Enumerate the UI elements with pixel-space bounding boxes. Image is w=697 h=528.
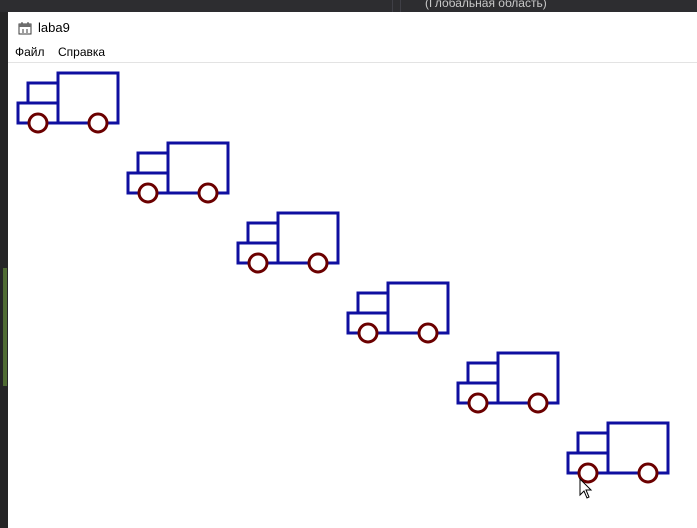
window-titlebar[interactable]: laba9 bbox=[8, 12, 697, 43]
menu-item-file[interactable]: Файл bbox=[15, 45, 45, 59]
app-window-icon[interactable] bbox=[18, 21, 32, 35]
ide-left-gutter bbox=[0, 12, 8, 528]
truck-wheel bbox=[27, 112, 49, 134]
truck-cab-window bbox=[576, 431, 610, 455]
truck-wheel bbox=[247, 252, 269, 274]
truck bbox=[456, 351, 560, 414]
window-title: laba9 bbox=[38, 20, 70, 35]
ide-toolbar-background: (Глобальная область) bbox=[0, 0, 697, 12]
truck-cargo-box bbox=[276, 211, 340, 265]
truck-drawing bbox=[16, 71, 670, 484]
truck-cab-window bbox=[26, 81, 60, 105]
truck-wheel bbox=[197, 182, 219, 204]
truck-cab-window bbox=[356, 291, 390, 315]
truck bbox=[346, 281, 450, 344]
truck-wheel bbox=[417, 322, 439, 344]
app-window: laba9 Файл Справка bbox=[8, 12, 697, 528]
truck-cargo-box bbox=[606, 421, 670, 475]
truck-wheel bbox=[357, 322, 379, 344]
truck-wheel bbox=[87, 112, 109, 134]
mouse-cursor-icon bbox=[579, 478, 593, 499]
truck-cargo-box bbox=[56, 71, 120, 125]
menu-bar: Файл Справка bbox=[8, 43, 697, 63]
truck bbox=[126, 141, 230, 204]
truck bbox=[236, 211, 340, 274]
truck-cargo-box bbox=[386, 281, 450, 335]
truck-wheel bbox=[577, 462, 599, 484]
truck-wheel bbox=[637, 462, 659, 484]
truck-cab-window bbox=[466, 361, 500, 385]
truck-cargo-box bbox=[166, 141, 230, 195]
truck bbox=[566, 421, 670, 484]
truck-wheel bbox=[307, 252, 329, 274]
ide-separator bbox=[400, 0, 401, 12]
drawing-canvas bbox=[8, 63, 697, 528]
truck bbox=[16, 71, 120, 134]
truck-wheel bbox=[527, 392, 549, 414]
ide-change-marker bbox=[3, 268, 7, 386]
menu-item-help[interactable]: Справка bbox=[58, 45, 106, 59]
truck-cab-window bbox=[136, 151, 170, 175]
truck-wheel bbox=[137, 182, 159, 204]
truck-cargo-box bbox=[496, 351, 560, 405]
ide-scope-dropdown-text: (Глобальная область) bbox=[425, 0, 547, 10]
truck-wheel bbox=[467, 392, 489, 414]
ide-separator bbox=[392, 0, 393, 12]
truck-cab-window bbox=[246, 221, 280, 245]
